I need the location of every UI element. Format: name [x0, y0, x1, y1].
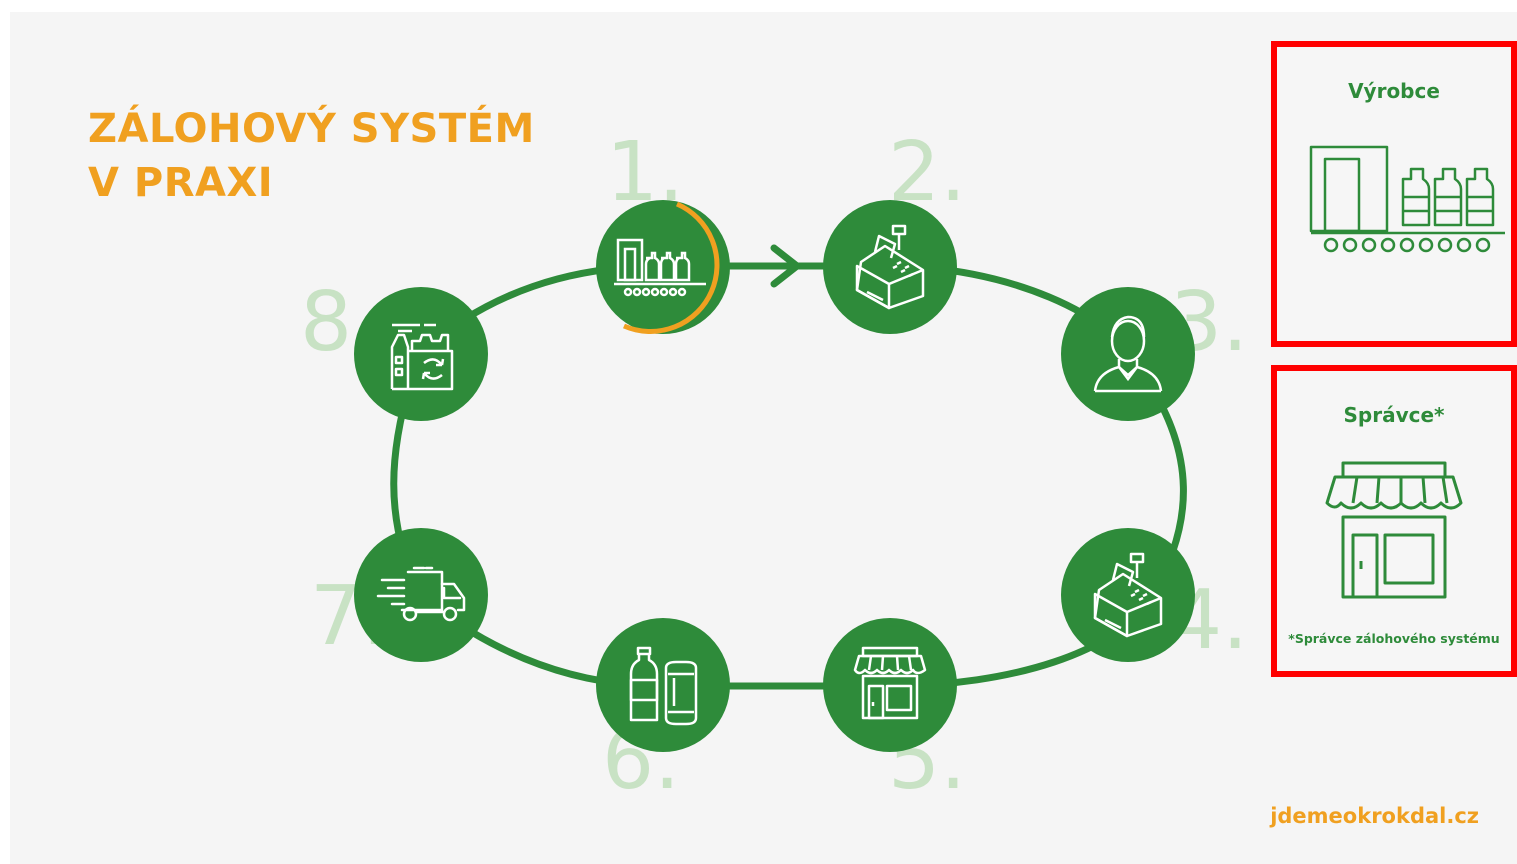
customer-icon — [1093, 315, 1163, 393]
administrator-note: *Správce zálohového systému — [1288, 631, 1500, 646]
step-node-2[interactable] — [823, 200, 957, 334]
administrator-title: Správce* — [1343, 403, 1445, 427]
step-node-4[interactable] — [1061, 528, 1195, 662]
step-node-6[interactable] — [596, 618, 730, 752]
step-number-1: 1. — [606, 125, 685, 220]
step-node-3[interactable] — [1061, 287, 1195, 421]
production-line-icon — [614, 201, 720, 334]
step-node-8[interactable] — [354, 287, 488, 421]
production-line-icon — [1309, 145, 1505, 253]
title-line-1: ZÁLOHOVÝ SYSTÉM — [88, 106, 535, 152]
producer-title: Výrobce — [1348, 79, 1440, 103]
cash-register-icon — [855, 224, 925, 310]
delivery-truck-icon — [376, 566, 466, 622]
step-node-5[interactable] — [823, 618, 957, 752]
shop-icon — [853, 646, 927, 720]
recycling-factory-icon — [390, 323, 454, 391]
producer-panel: Výrobce — [1271, 41, 1517, 347]
step-number-2: 2. — [888, 125, 967, 220]
shop-icon — [1325, 461, 1463, 599]
title-line-2: V PRAXI — [88, 160, 274, 206]
bottle-can-icon — [629, 646, 698, 726]
administrator-panel: Správce* *Správce zálohového systému — [1271, 365, 1517, 677]
step-node-1[interactable] — [596, 200, 730, 334]
slide: ZÁLOHOVÝ SYSTÉM V PRAXI 1. 2. 3. 4. 5. 6… — [10, 12, 1517, 864]
step-node-7[interactable] — [354, 528, 488, 662]
cash-register-icon — [1093, 552, 1163, 638]
website-link[interactable]: jdemeokrokdal.cz — [1270, 804, 1479, 828]
slide-title: ZÁLOHOVÝ SYSTÉM V PRAXI — [88, 102, 535, 210]
